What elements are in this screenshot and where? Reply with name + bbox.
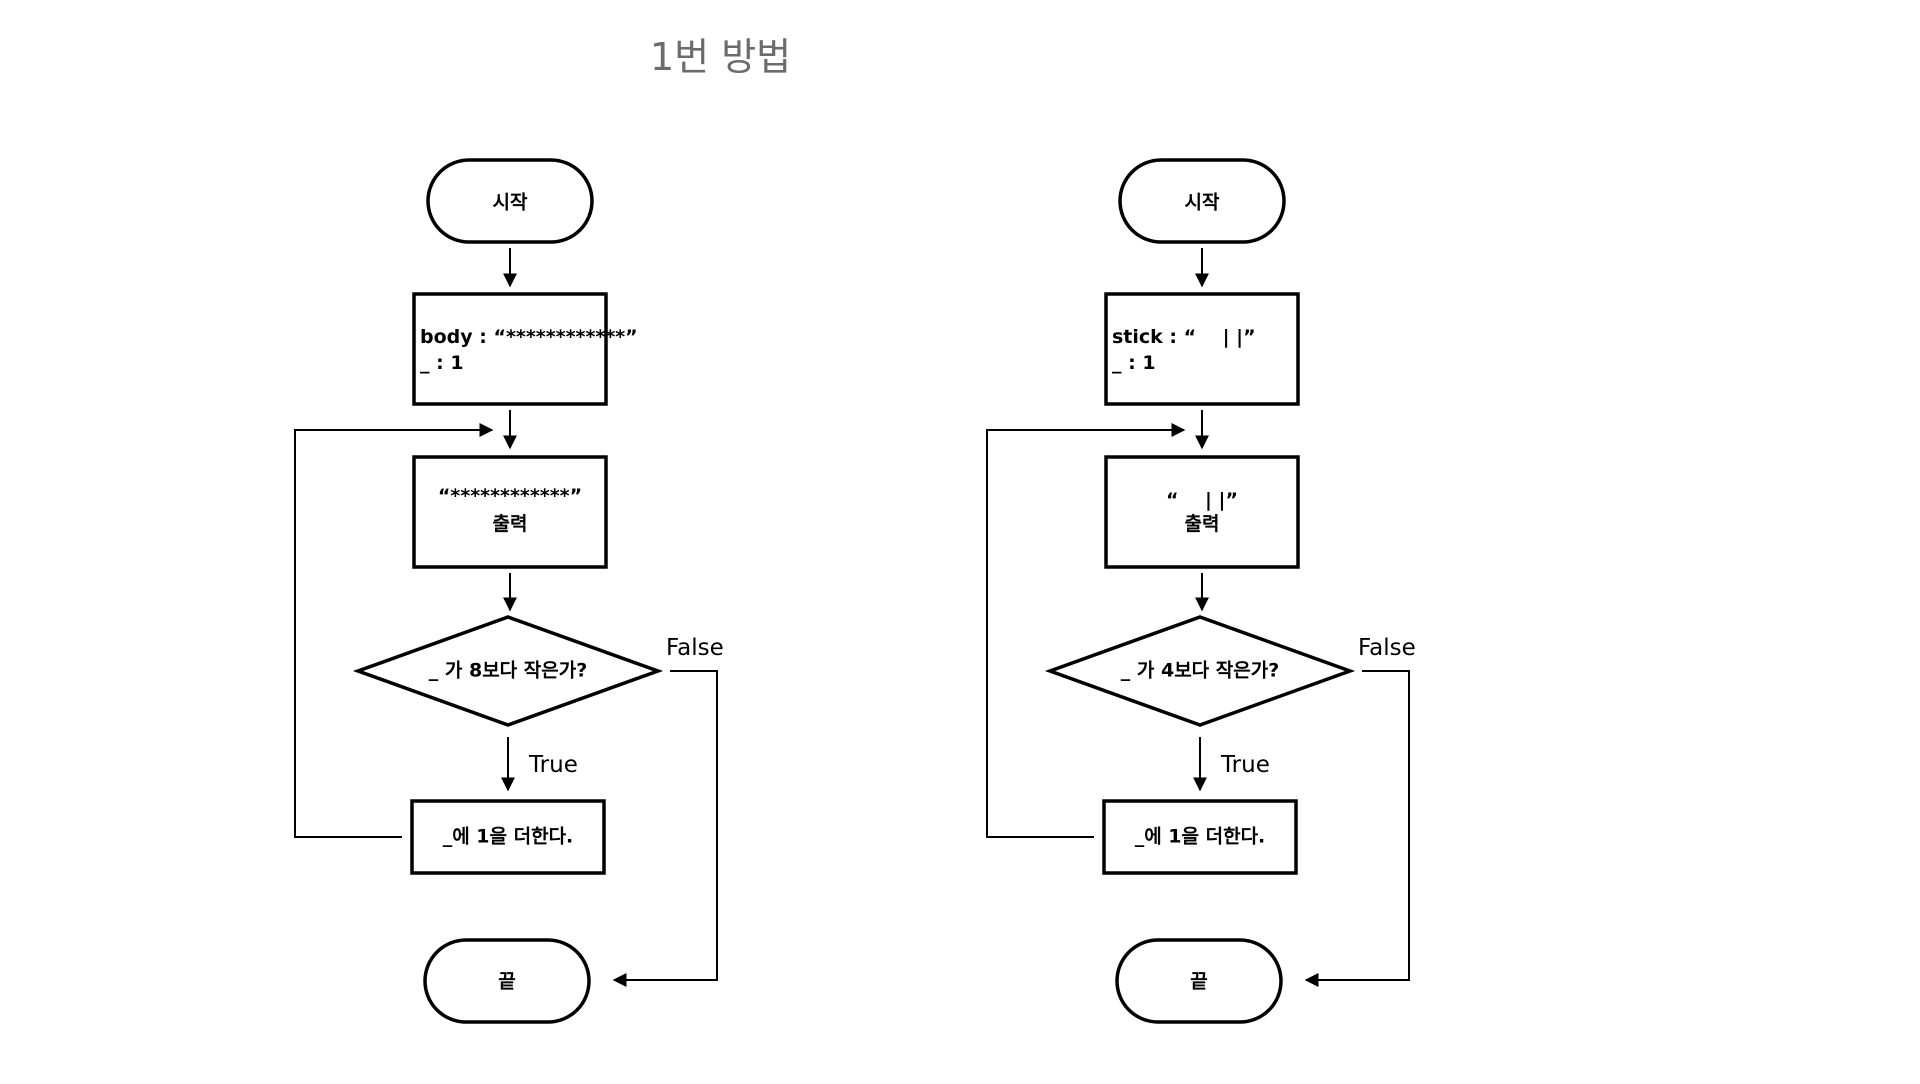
increment-label: _에 1을 더한다. (1135, 826, 1266, 848)
decision-node (1044, 615, 1356, 727)
false-label: False (1358, 635, 1416, 661)
loop-back-path (294, 423, 494, 838)
start-label: 시작 (1185, 192, 1220, 214)
false-path (1304, 670, 1410, 987)
decision-label: _ 가 8보다 작은가? (429, 660, 587, 682)
init-line-1: body : “************” (420, 326, 638, 348)
end-node (1115, 938, 1283, 1024)
output-line-1: “ | |” (1166, 489, 1238, 511)
output-node (412, 455, 608, 569)
false-label: False (666, 635, 724, 661)
increment-node (1102, 799, 1298, 875)
true-label: True (1220, 752, 1270, 778)
decision-node (352, 615, 664, 727)
output-line-2: 출력 (493, 513, 528, 535)
start-label: 시작 (493, 192, 528, 214)
init-line-2: _ : 1 (1112, 352, 1156, 374)
init-line-2: _ : 1 (420, 352, 464, 374)
increment-node (410, 799, 606, 875)
output-line-1: “************” (438, 485, 582, 507)
false-path (612, 670, 718, 987)
flowchart-1: 시작 body : “************” _ : 1 “********… (294, 158, 724, 1024)
page-title: 1번 방법 (650, 35, 792, 79)
init-node (412, 292, 608, 406)
loop-back-path (986, 423, 1186, 838)
init-line-1: stick : “ | |” (1112, 326, 1256, 348)
true-label: True (528, 752, 578, 778)
end-label: 끝 (498, 971, 515, 993)
decision-label: _ 가 4보다 작은가? (1121, 660, 1279, 682)
output-node (1104, 455, 1300, 569)
increment-label: _에 1을 더한다. (443, 826, 574, 848)
end-label: 끝 (1190, 971, 1207, 993)
end-node (423, 938, 591, 1024)
start-node (426, 158, 594, 244)
init-node (1104, 292, 1300, 406)
start-node (1118, 158, 1286, 244)
output-line-2: 출력 (1185, 513, 1220, 535)
flowchart-2: 시작 stick : “ | |” _ : 1 “ | |” 출력 _ 가 4보… (986, 158, 1416, 1024)
